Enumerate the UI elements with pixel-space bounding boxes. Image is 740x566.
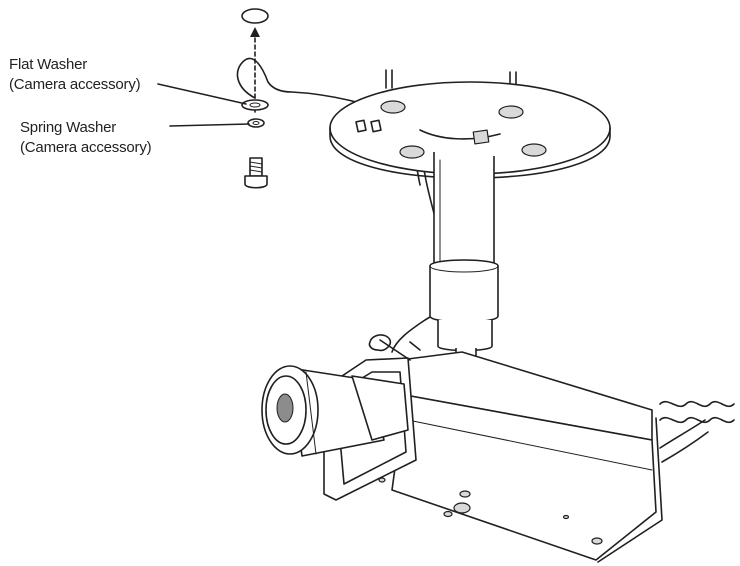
mount-pole bbox=[433, 152, 495, 269]
spring-washer-name: Spring Washer bbox=[20, 119, 117, 136]
spring-washer bbox=[247, 118, 265, 128]
plate-screw-heads bbox=[380, 100, 547, 159]
assembly-arrow bbox=[250, 27, 260, 113]
mounting-hole-marker bbox=[241, 8, 269, 24]
flat-washer bbox=[241, 99, 269, 111]
spring-washer-label: Spring Washer (Camera accessory) bbox=[20, 118, 152, 158]
leader-lines bbox=[157, 83, 250, 127]
flat-washer-name: Flat Washer bbox=[9, 56, 88, 73]
camera-cable bbox=[659, 400, 735, 463]
flat-washer-note: (Camera accessory) bbox=[9, 76, 141, 93]
flat-washer-label: Flat Washer (Camera accessory) bbox=[9, 55, 141, 95]
mounting-screw bbox=[244, 157, 268, 189]
pole-joint bbox=[429, 259, 499, 323]
camera-lens bbox=[261, 365, 409, 457]
plate-tabs bbox=[355, 119, 490, 145]
wire-clasp bbox=[368, 334, 421, 361]
spring-washer-note: (Camera accessory) bbox=[20, 139, 152, 156]
camera-body bbox=[391, 351, 663, 563]
